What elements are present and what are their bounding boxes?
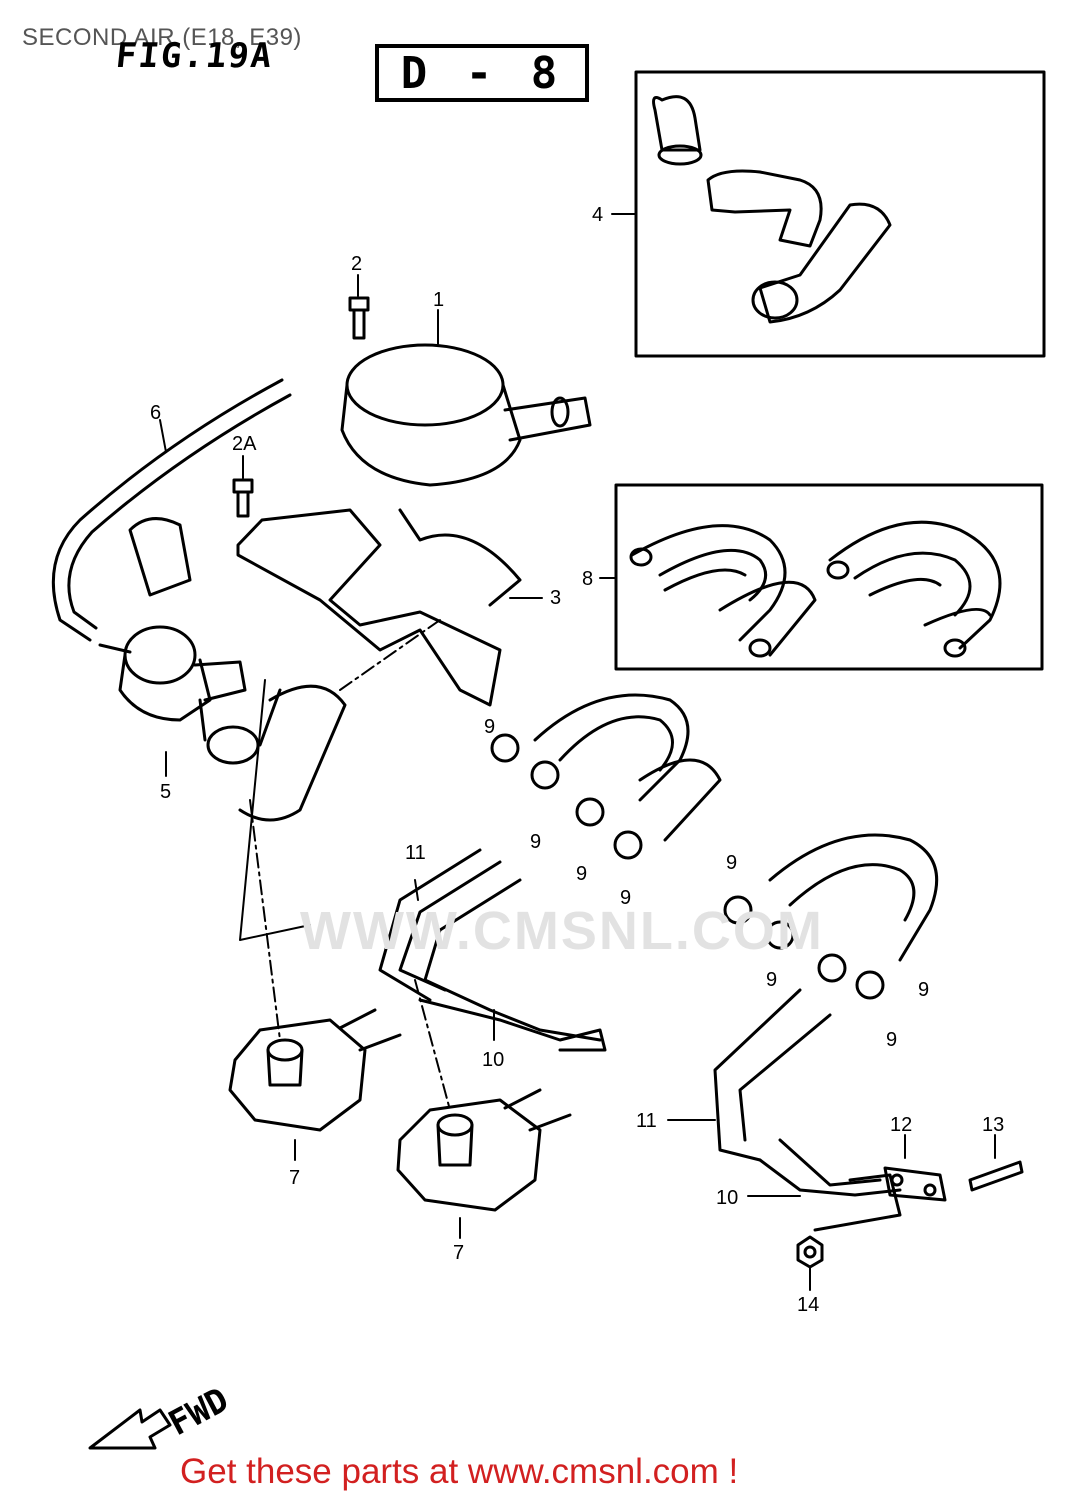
elbow-hose bbox=[238, 684, 347, 822]
part-11-pipe-lower bbox=[713, 988, 832, 1162]
part-11-pipe-upper bbox=[378, 848, 602, 1042]
diagram-caption: SECOND AIR (E18, E39) bbox=[22, 24, 302, 51]
callout-2a: 2A bbox=[232, 433, 257, 455]
callout-9: 9 bbox=[484, 716, 496, 738]
callout-5: 5 bbox=[160, 781, 172, 803]
part-5-reed-valve bbox=[98, 517, 282, 765]
part-7-reed-valve-left bbox=[228, 1008, 402, 1132]
callout-9: 9 bbox=[918, 979, 930, 1001]
part-2-bolt bbox=[348, 296, 370, 340]
callout-9: 9 bbox=[530, 831, 542, 853]
callout-11-upper: 11 bbox=[405, 842, 426, 864]
part-10-pipe-upper bbox=[418, 998, 607, 1052]
callout-13: 13 bbox=[982, 1114, 1005, 1136]
part-1-valve bbox=[340, 343, 592, 487]
callout-11-lower: 11 bbox=[636, 1110, 657, 1132]
part-12-gasket bbox=[883, 1166, 947, 1202]
part-7-reed-valve-right bbox=[396, 1088, 572, 1212]
part-3-bracket bbox=[236, 508, 522, 707]
part-10-pipe-lower bbox=[758, 1138, 902, 1232]
callout-7-right: 7 bbox=[453, 1242, 465, 1264]
callout-7-left: 7 bbox=[289, 1167, 301, 1189]
part-6-hose bbox=[51, 378, 292, 642]
part-13-stud bbox=[968, 1160, 1024, 1192]
fwd-arrow bbox=[88, 1408, 172, 1450]
u-hoses-middle bbox=[533, 693, 722, 842]
section-code-box: D - 8 bbox=[375, 44, 589, 102]
callout-14: 14 bbox=[797, 1294, 820, 1316]
callout-3: 3 bbox=[550, 587, 562, 609]
callout-12: 12 bbox=[890, 1114, 913, 1136]
callout-10-upper: 10 bbox=[482, 1049, 505, 1071]
inset-box-hoses bbox=[634, 70, 1046, 358]
inset-box-u-hoses bbox=[614, 483, 1044, 671]
callout-10-lower: 10 bbox=[716, 1187, 739, 1209]
callout-8: 8 bbox=[582, 568, 594, 590]
footer-link-text[interactable]: Get these parts at www.cmsnl.com ! bbox=[180, 1452, 739, 1491]
callout-9: 9 bbox=[726, 852, 738, 874]
hose-set-8 bbox=[629, 520, 1002, 658]
u-hoses-right bbox=[768, 833, 939, 962]
callout-1: 1 bbox=[433, 289, 445, 311]
callout-9: 9 bbox=[620, 887, 632, 909]
hose-set-4 bbox=[652, 95, 892, 324]
callout-9: 9 bbox=[766, 969, 778, 991]
part-2a-bolt bbox=[232, 478, 254, 518]
callout-9: 9 bbox=[886, 1029, 898, 1051]
part-14-nut bbox=[796, 1235, 824, 1269]
callout-2: 2 bbox=[351, 253, 363, 275]
figure-number: FIG.19A bbox=[113, 36, 276, 76]
callout-4: 4 bbox=[592, 204, 604, 226]
hose-clamps bbox=[490, 733, 885, 1000]
watermark-text: WWW.CMSNL.COM bbox=[300, 901, 824, 961]
callout-6: 6 bbox=[150, 402, 162, 424]
callout-9: 9 bbox=[576, 863, 588, 885]
